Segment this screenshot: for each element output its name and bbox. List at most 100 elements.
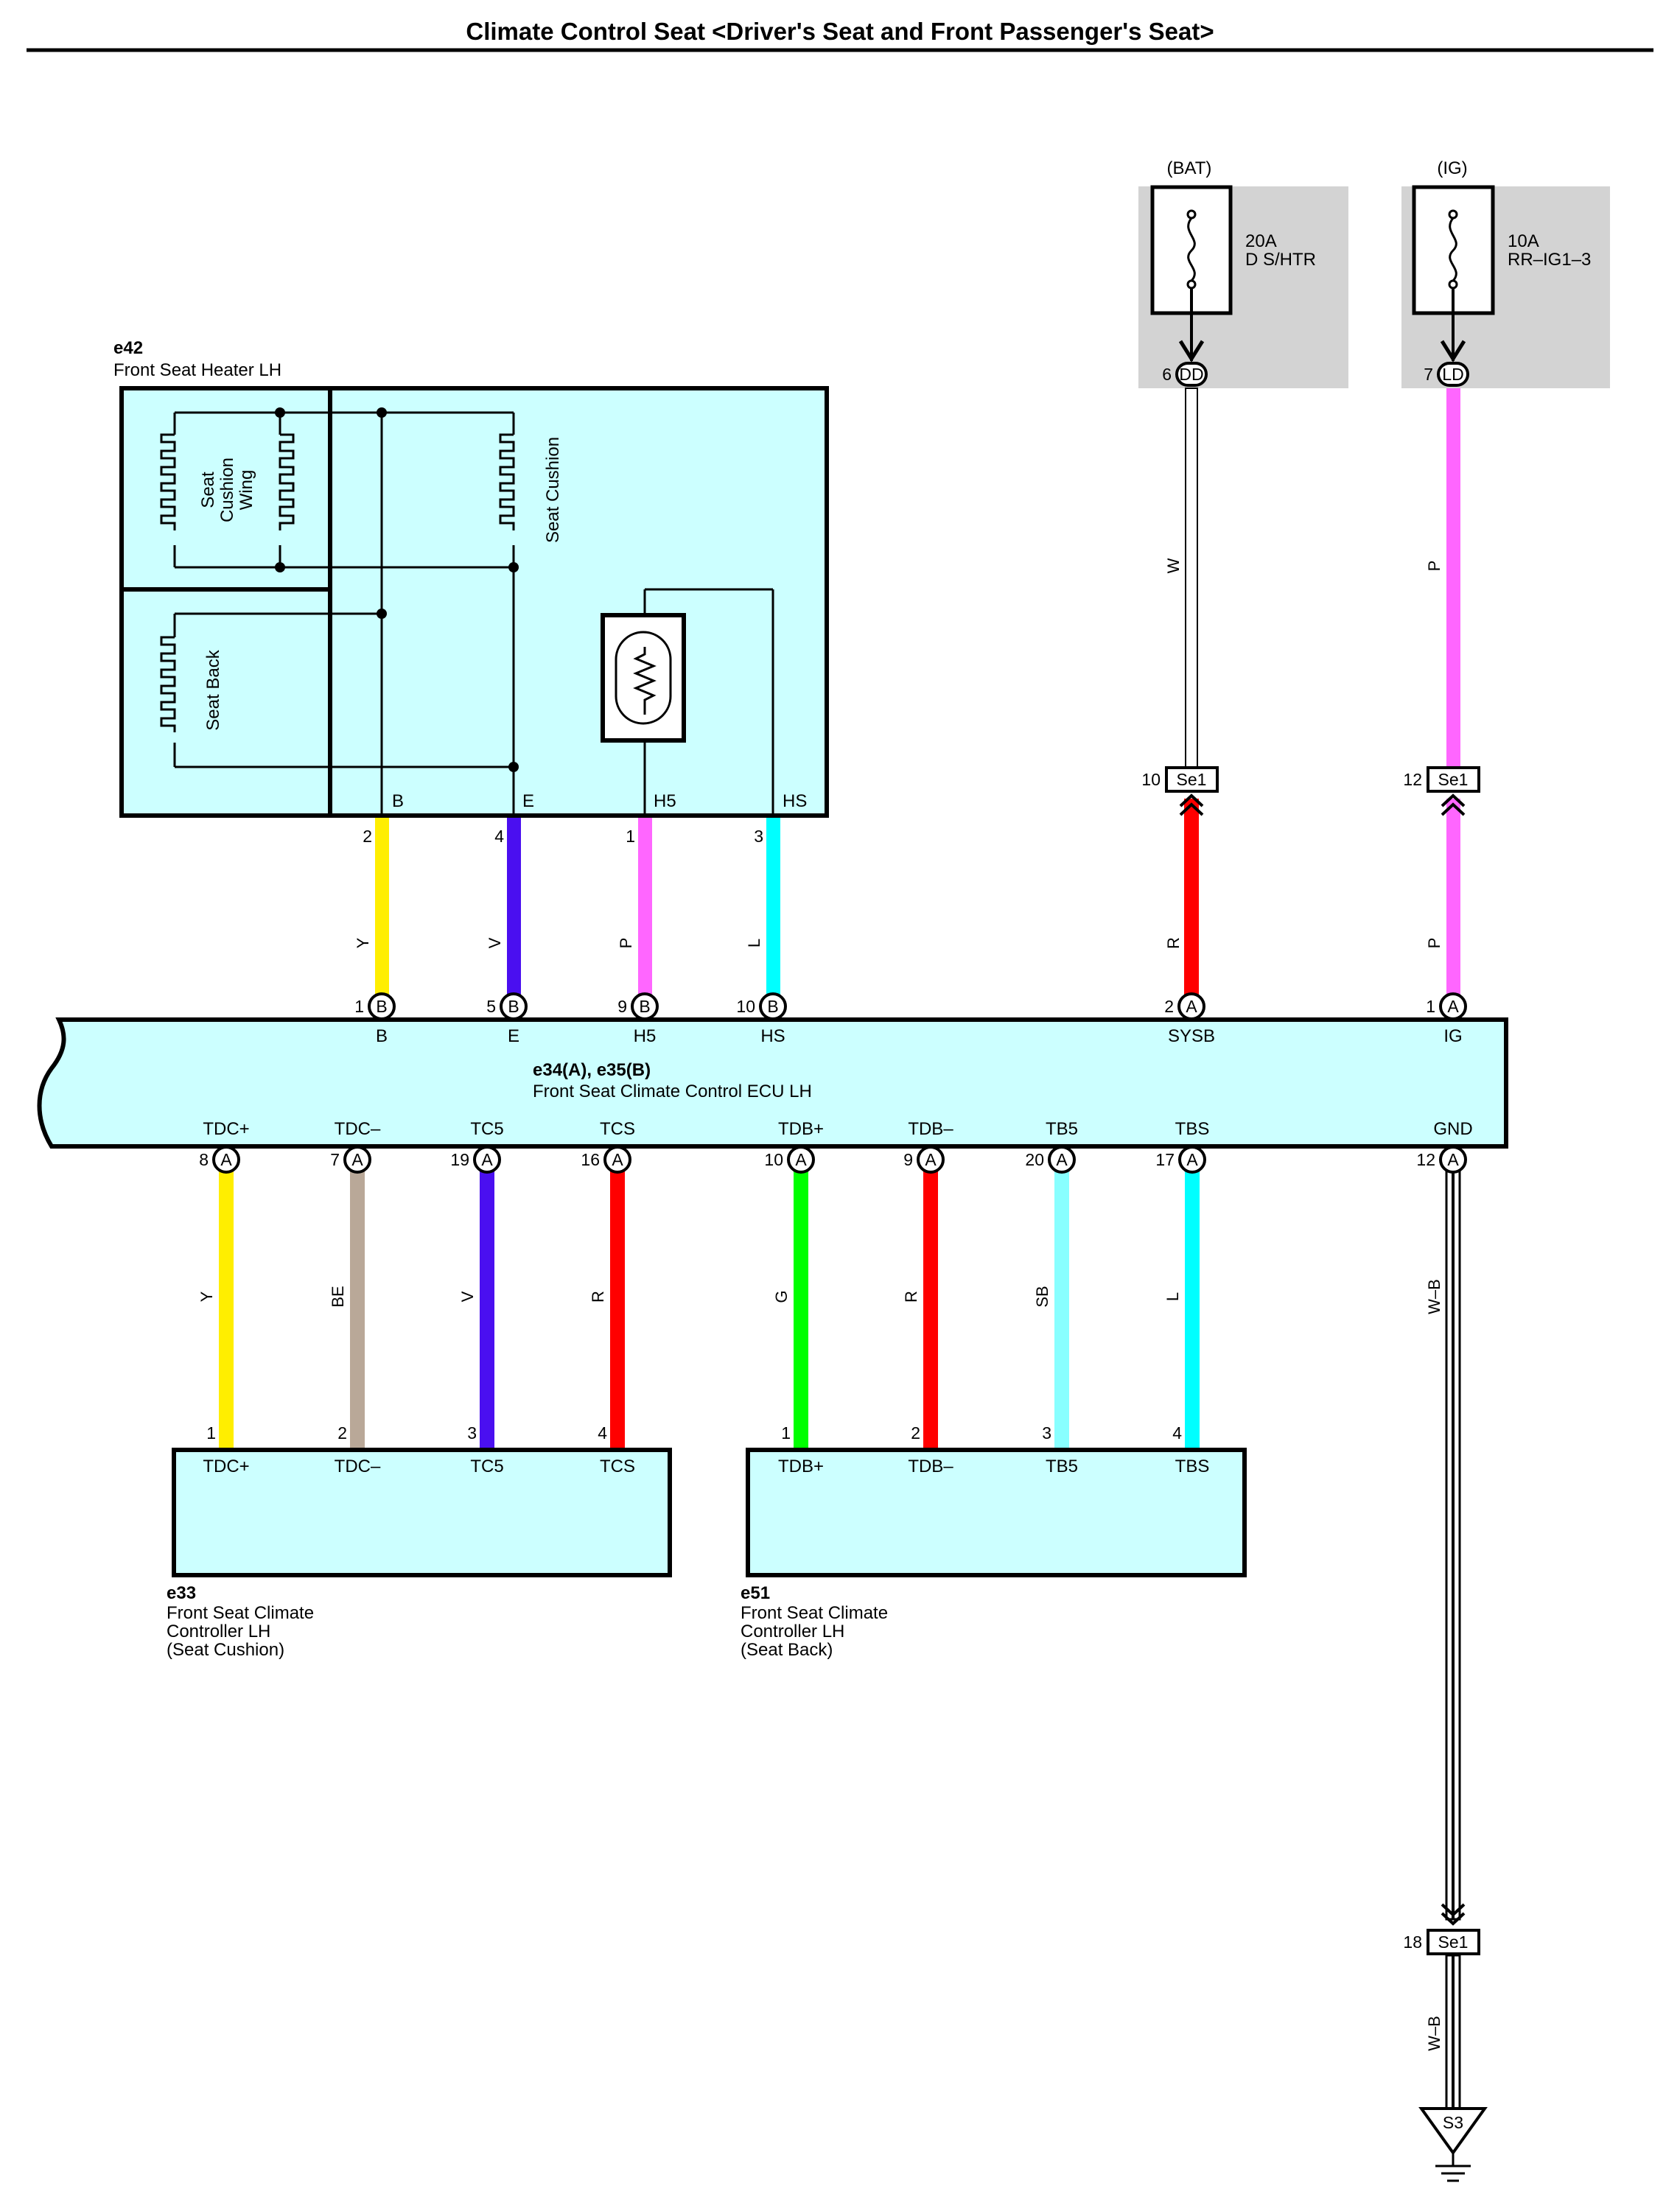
ground-symbol bbox=[1418, 2107, 1488, 2182]
wire-color-code: R bbox=[589, 1291, 607, 1303]
connector-name: Se1 bbox=[1177, 770, 1207, 789]
connector-pin: 7 bbox=[1424, 365, 1433, 384]
connector-se1: Se1 12 bbox=[1403, 766, 1480, 816]
wire-color-code: W–B bbox=[1425, 2016, 1443, 2051]
ecu-pin-number: 5 bbox=[486, 997, 496, 1016]
controller-pin: 4 bbox=[1172, 1423, 1182, 1443]
connector-pin: 12 bbox=[1403, 770, 1422, 789]
fuse-rating-bat: 20A bbox=[1245, 231, 1277, 251]
fuse-d-s-htr: (BAT) 20A D S/HTR bbox=[1138, 158, 1348, 388]
controller-name: (Seat Cushion) bbox=[167, 1640, 284, 1660]
wire-color-code: R bbox=[902, 1291, 920, 1303]
junction-dots bbox=[275, 407, 519, 772]
ecu-conn-letter: A bbox=[612, 1150, 623, 1169]
ecu-conn-letter: A bbox=[481, 1150, 493, 1169]
label-seat-cushion-wing: Seat bbox=[198, 472, 218, 508]
wire-color-code: Y bbox=[354, 937, 372, 948]
controller-terminal-label: TCS bbox=[600, 1457, 635, 1476]
ecu-conn-letter: B bbox=[376, 997, 387, 1016]
fuse-name-ig: RR–IG1–3 bbox=[1508, 250, 1591, 270]
connector-pin: 6 bbox=[1162, 365, 1172, 384]
controller-e51-box bbox=[746, 1448, 1247, 1577]
controller-terminal-label: TDC+ bbox=[203, 1457, 249, 1476]
controller-terminal-label: TDB+ bbox=[778, 1457, 824, 1476]
ecu-bottom-pins bbox=[212, 1146, 1467, 1174]
ecu-name: Front Seat Climate Control ECU LH bbox=[533, 1082, 812, 1101]
wire-color-code: P bbox=[1425, 938, 1443, 949]
wire-color-code: SB bbox=[1033, 1286, 1051, 1307]
wire-color-code: W bbox=[1164, 558, 1183, 573]
ecu-conn-letter: B bbox=[508, 997, 519, 1016]
controller-terminal-label: TC5 bbox=[470, 1457, 503, 1476]
heating-element-icon bbox=[279, 433, 295, 530]
ecu-terminal-label: TBS bbox=[1175, 1119, 1210, 1139]
ecu-terminal-label: TDC– bbox=[335, 1119, 381, 1139]
controller-name: (Seat Back) bbox=[741, 1640, 833, 1660]
wire-color-code: L bbox=[1163, 1292, 1182, 1301]
heater-internal-wiring bbox=[173, 411, 774, 816]
connector-name: LD bbox=[1442, 365, 1463, 384]
heater-pin: 1 bbox=[626, 827, 635, 846]
heater-terminal-label: HS bbox=[783, 791, 807, 811]
thermistor-icon bbox=[633, 647, 657, 715]
controller-terminal-label: TB5 bbox=[1046, 1457, 1078, 1476]
heater-pin: 2 bbox=[363, 827, 372, 846]
controller-name: Controller LH bbox=[167, 1622, 270, 1641]
ecu-terminal-label: B bbox=[376, 1026, 388, 1046]
heater-terminal-label: B bbox=[392, 791, 404, 811]
ecu-terminal-label: TCS bbox=[600, 1119, 635, 1139]
connector-ld: LD 7 bbox=[1424, 340, 1469, 387]
supply-wires bbox=[1184, 388, 1460, 996]
ecu-top-pins bbox=[368, 992, 1467, 1020]
controller-terminal-label: TDC– bbox=[335, 1457, 381, 1476]
ground-wire bbox=[1427, 1170, 1480, 2110]
ecu-pin-number: 19 bbox=[450, 1150, 469, 1169]
ecu-pin-number: 20 bbox=[1025, 1150, 1044, 1169]
ecu-conn-letter: B bbox=[767, 997, 778, 1016]
heater-pin: 4 bbox=[494, 827, 504, 846]
ecu-terminal-label: E bbox=[508, 1026, 519, 1046]
ecu-conn-letter: A bbox=[351, 1150, 363, 1169]
supply-label-ig: (IG) bbox=[1437, 158, 1467, 178]
wire-color-code: R bbox=[1164, 937, 1183, 949]
ecu-terminal-label: TDB– bbox=[908, 1119, 953, 1139]
heating-element-icon bbox=[160, 636, 176, 732]
ecu-pin-number: 8 bbox=[199, 1150, 209, 1169]
ecu-pin-number: 1 bbox=[354, 997, 364, 1016]
heater-pin: 3 bbox=[754, 827, 763, 846]
ecu-conn-letter: B bbox=[639, 997, 650, 1016]
heater-terminal-label: E bbox=[522, 791, 534, 811]
wire-color-code: W–B bbox=[1425, 1279, 1443, 1314]
ecu-terminal-label: HS bbox=[760, 1026, 785, 1046]
ecu-terminal-label: GND bbox=[1433, 1119, 1472, 1139]
heater-terminal-label: H5 bbox=[654, 791, 676, 811]
fuse-element-icon bbox=[1187, 217, 1196, 282]
controller-pin: 3 bbox=[1042, 1423, 1051, 1443]
wire-color-code: G bbox=[772, 1290, 791, 1303]
ecu-conn-letter: A bbox=[1447, 997, 1459, 1016]
connector-se1: Se1 10 bbox=[1141, 766, 1219, 816]
connector-name: Se1 bbox=[1438, 770, 1469, 789]
ecu-terminal-label: TC5 bbox=[470, 1119, 503, 1139]
controller-terminal-label: TBS bbox=[1175, 1457, 1210, 1476]
ecu-pin-number: 17 bbox=[1155, 1150, 1175, 1169]
connector-pin: 10 bbox=[1141, 770, 1161, 789]
label-seat-cushion-wing: Cushion bbox=[217, 458, 237, 522]
controller-name: Front Seat Climate bbox=[167, 1603, 314, 1623]
controller-pin: 4 bbox=[598, 1423, 607, 1443]
fuse-element-icon bbox=[1449, 217, 1457, 282]
fuse-rr-ig1-3: (IG) 10A RR–IG1–3 bbox=[1401, 158, 1610, 388]
connector-name: Se1 bbox=[1438, 1932, 1469, 1952]
ecu-code: e34(A), e35(B) bbox=[533, 1060, 651, 1080]
controller-terminal-label: TDB– bbox=[908, 1457, 953, 1476]
ecu-pin-number: 16 bbox=[581, 1150, 600, 1169]
ecu-pin-number: 12 bbox=[1416, 1150, 1435, 1169]
fuse-rating-ig: 10A bbox=[1508, 231, 1539, 251]
wire-color-code: Y bbox=[197, 1291, 216, 1302]
supply-label-bat: (BAT) bbox=[1167, 158, 1212, 178]
ecu-terminal-label: TDC+ bbox=[203, 1119, 249, 1139]
ecu-conn-letter: A bbox=[1056, 1150, 1068, 1169]
label-seat-back: Seat Back bbox=[203, 649, 223, 730]
ecu-terminal-label: TDB+ bbox=[778, 1119, 824, 1139]
